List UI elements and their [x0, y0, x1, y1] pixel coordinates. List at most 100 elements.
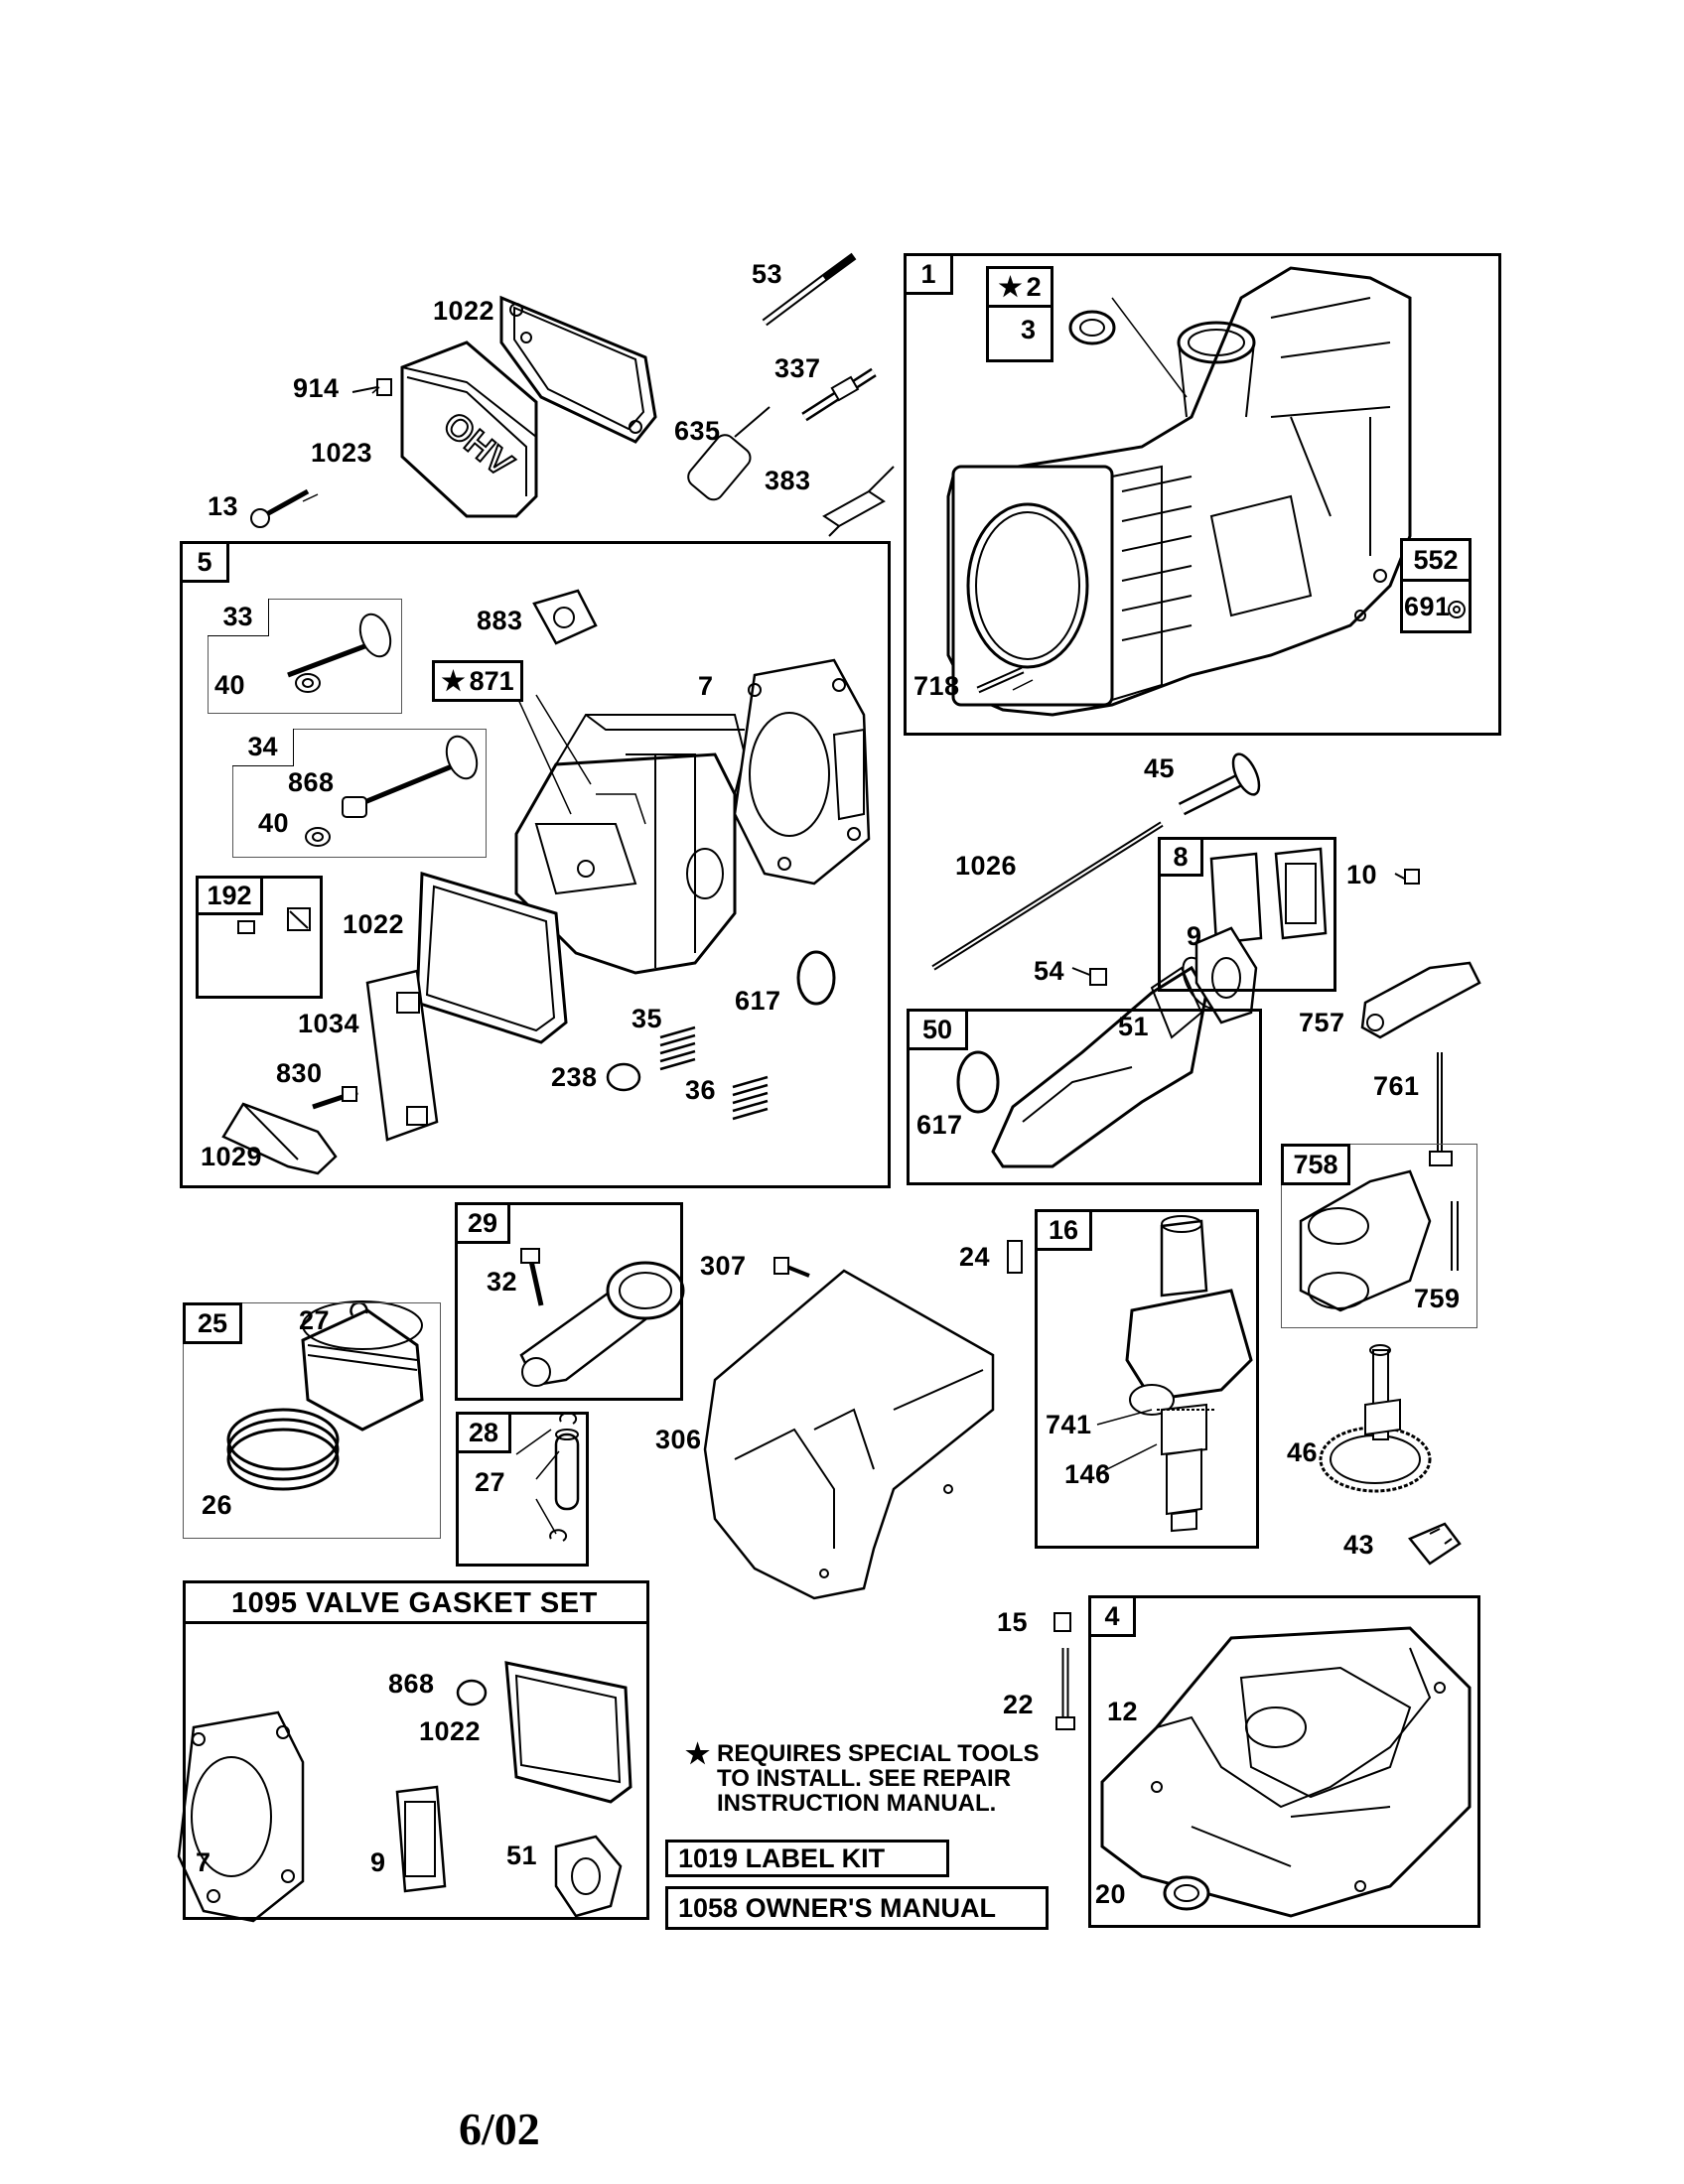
- pin-718-drawing: [978, 670, 1023, 690]
- callout-27-pin: 27: [475, 1467, 506, 1497]
- callout-7-head: 7: [698, 671, 714, 701]
- callout-552-691-group: [1400, 538, 1472, 633]
- bolt-761-drawing: [1430, 1052, 1452, 1165]
- gasket-set-title: 1095 VALVE GASKET SET: [231, 1587, 598, 1619]
- label-kit-text: 1019 LABEL KIT: [678, 1843, 886, 1873]
- group-8-breather: [1158, 837, 1336, 992]
- nut-691-drawing: [1449, 602, 1465, 617]
- star-icon: ★: [998, 271, 1023, 302]
- callout-718: 718: [913, 671, 960, 701]
- callout-53: 53: [752, 259, 783, 289]
- key-24-drawing: [1008, 1241, 1022, 1273]
- callout-337: 337: [774, 353, 821, 383]
- rocker-arm-drawing: [1362, 963, 1479, 1037]
- callout-914: 914: [293, 373, 340, 403]
- callout-36: 36: [685, 1075, 717, 1105]
- cylinder-block-drawing: [948, 268, 1410, 715]
- callout-16-text: 16: [1048, 1214, 1079, 1245]
- callout-25-text: 25: [197, 1307, 228, 1338]
- callout-20: 20: [1095, 1879, 1127, 1909]
- breather-screw-192-drawing: [238, 908, 310, 933]
- callout-758-text: 758: [1293, 1149, 1338, 1179]
- clip-383-drawing: [824, 467, 894, 536]
- label-kit-box: 1019 LABEL KIT: [665, 1840, 949, 1877]
- gasket-883-drawing: [534, 591, 596, 643]
- breather-tube-drawing: [765, 256, 854, 323]
- star-icon: ★: [441, 665, 466, 696]
- callout-46: 46: [1287, 1437, 1319, 1467]
- rocker-support-drawing: [1301, 1171, 1455, 1310]
- group-758-rocker-support: [1281, 1144, 1477, 1328]
- gasket-set-head-gasket-drawing: [179, 1712, 303, 1921]
- group-4-sump: [1088, 1595, 1480, 1928]
- group-28-piston-pin: [456, 1412, 589, 1567]
- o-ring-617b-drawing: [958, 1052, 998, 1112]
- callout-34: 34: [232, 729, 294, 766]
- callout-8: 8: [1158, 837, 1203, 877]
- callout-50-text: 50: [921, 1014, 953, 1044]
- plug-15-drawing: [1054, 1613, 1070, 1631]
- valve-cap-238-drawing: [608, 1064, 639, 1090]
- callout-12: 12: [1107, 1697, 1139, 1726]
- callout-8-text: 8: [1173, 841, 1189, 872]
- callout-617-intake: 617: [916, 1110, 963, 1140]
- push-rod-drawing: [933, 824, 1162, 968]
- o-ring-617-drawing: [798, 952, 834, 1004]
- spark-plug-drawing: [804, 372, 874, 417]
- callout-27-piston: 27: [299, 1305, 331, 1335]
- callout-635: 635: [674, 416, 721, 446]
- callout-383: 383: [765, 466, 811, 495]
- callout-192: 192: [196, 876, 263, 915]
- callout-2-3-group: [986, 266, 1053, 362]
- cylinder-head-drawing: [516, 695, 745, 973]
- valve-spring-36-drawing: [733, 1077, 768, 1119]
- screw-10-drawing: [1395, 870, 1419, 884]
- group-5-cylinder-head: [180, 541, 891, 1188]
- callout-2-text: 2: [1026, 271, 1042, 302]
- rocker-cover-gasket-drawing: [501, 298, 655, 442]
- callout-146: 146: [1064, 1459, 1111, 1489]
- callout-24: 24: [959, 1242, 991, 1272]
- callout-28: 28: [456, 1412, 511, 1453]
- callout-33: 33: [208, 599, 269, 636]
- callout-22: 22: [1003, 1690, 1035, 1719]
- callout-830: 830: [276, 1058, 323, 1088]
- callout-1: 1: [904, 253, 953, 295]
- callout-741: 741: [1046, 1410, 1092, 1439]
- star-icon: ★: [685, 1738, 711, 1769]
- spark-plug-boot-drawing: [684, 407, 770, 503]
- callout-13: 13: [208, 491, 239, 521]
- callout-1034: 1034: [298, 1009, 360, 1038]
- callout-617-head: 617: [735, 986, 781, 1016]
- group-16-crankshaft: [1035, 1209, 1259, 1549]
- exhaust-valve-drawing: [288, 611, 396, 692]
- callout-761: 761: [1373, 1071, 1420, 1101]
- callout-4-text: 4: [1104, 1600, 1120, 1631]
- group-34-intake-valve: [232, 729, 487, 858]
- callout-552: 552: [1400, 538, 1472, 582]
- intake-manifold-drawing: [993, 952, 1227, 1166]
- callout-4: 4: [1088, 1595, 1136, 1637]
- callout-1029: 1029: [201, 1142, 263, 1171]
- intake-gasket-51-drawing: [1196, 928, 1256, 1023]
- callout-1022-mid: 1022: [343, 909, 405, 939]
- stud-830-drawing: [313, 1087, 357, 1107]
- callout-33-text: 33: [222, 602, 253, 631]
- callout-3: 3: [1021, 315, 1037, 344]
- special-tools-line-2: TO INSTALL. SEE REPAIR: [717, 1765, 1012, 1793]
- callout-238: 238: [551, 1062, 598, 1092]
- special-tools-line-3: INSTRUCTION MANUAL.: [717, 1790, 997, 1818]
- tappet-45-drawing: [1182, 751, 1264, 809]
- callout-54: 54: [1034, 956, 1065, 986]
- screw-54-drawing: [1072, 968, 1106, 985]
- callout-9-set: 9: [370, 1847, 386, 1877]
- callout-192-text: 192: [207, 880, 252, 910]
- screw-914-drawing: [352, 379, 391, 395]
- callout-25: 25: [183, 1302, 242, 1344]
- owners-manual-text: 1058 OWNER'S MANUAL: [678, 1892, 996, 1923]
- rocker-cover-drawing: OHV: [402, 342, 536, 516]
- callout-40-top: 40: [214, 670, 246, 700]
- gasket-set-rocker-gasket-drawing: [506, 1663, 631, 1802]
- callout-5-text: 5: [197, 546, 212, 577]
